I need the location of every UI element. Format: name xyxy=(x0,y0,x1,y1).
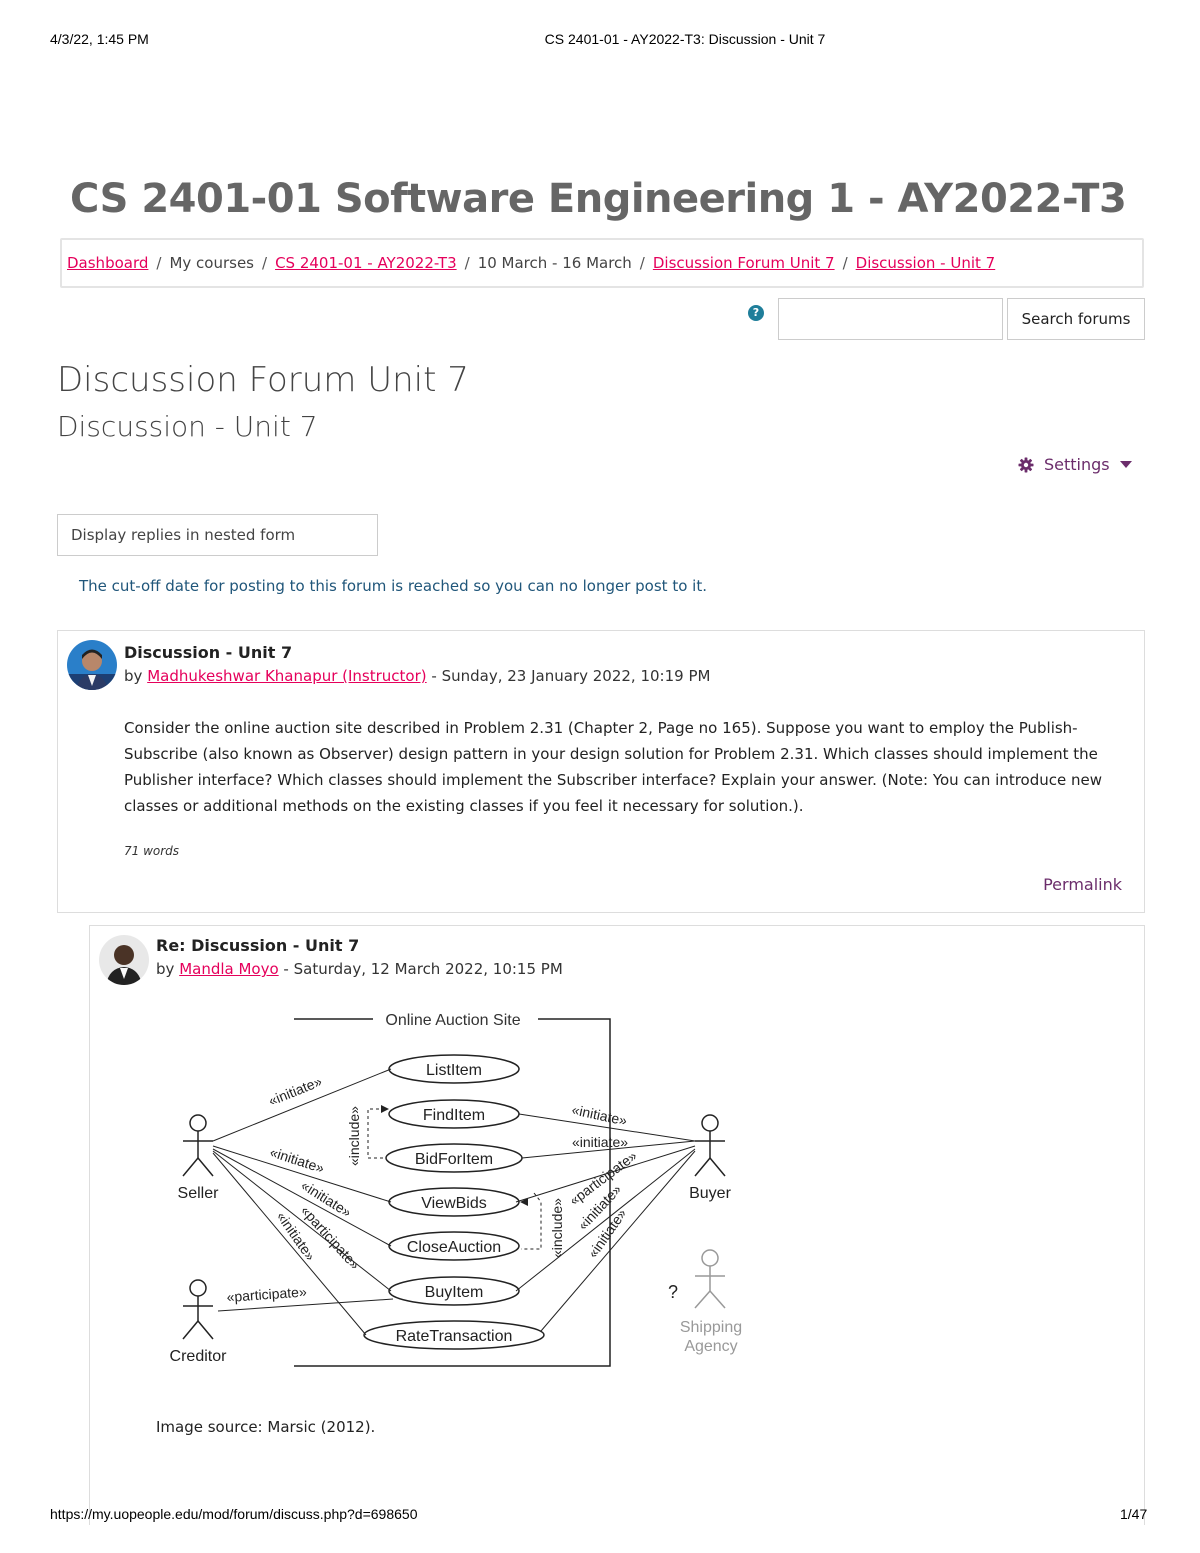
breadcrumb-forum[interactable]: Discussion Forum Unit 7 xyxy=(652,254,835,272)
word-count: 71 words xyxy=(124,844,180,858)
print-page-number: 1/47 xyxy=(1120,1506,1148,1522)
print-page-title: CS 2401-01 - AY2022-T3: Discussion - Uni… xyxy=(544,31,826,47)
usecase-ellipse xyxy=(388,1187,520,1217)
permalink-link[interactable]: Permalink xyxy=(1043,875,1122,894)
seller-actor-icon xyxy=(182,1114,214,1177)
breadcrumb-course[interactable]: CS 2401-01 - AY2022-T3 xyxy=(275,254,457,272)
reply-date: - Saturday, 12 March 2022, 10:15 PM xyxy=(278,960,563,978)
stereotype-initiate: «initiate» xyxy=(570,1101,628,1128)
creditor-actor-icon xyxy=(182,1279,214,1340)
post-date: - Sunday, 23 January 2022, 10:19 PM xyxy=(426,667,711,685)
use-case-diagram: Online Auction Site ListItem FindItem Bi… xyxy=(170,1012,742,1367)
reply-author-link[interactable]: Mandla Moyo xyxy=(179,960,279,978)
actor-creditor-label: Creditor xyxy=(170,1348,228,1365)
author-avatar[interactable] xyxy=(67,640,117,690)
author-link[interactable]: Madhukeshwar Khanapur (Instructor) xyxy=(147,667,427,685)
usecase-ratetransaction: RateTransaction xyxy=(396,1328,513,1345)
buyer-actor-icon xyxy=(694,1114,726,1177)
usecase-viewbids: ViewBids xyxy=(421,1195,487,1212)
unknown-mark: ? xyxy=(668,1282,678,1302)
post-body: Consider the online auction site describ… xyxy=(124,719,1103,815)
usecase-ellipse xyxy=(388,1276,520,1306)
usecase-listitem: ListItem xyxy=(426,1062,482,1079)
stereotype-initiate: «initiate» xyxy=(268,1144,326,1177)
breadcrumb-separator: / xyxy=(262,254,268,272)
display-mode-select[interactable]: Display replies in nested form xyxy=(57,514,378,556)
stereotype-include: «include» xyxy=(346,1106,362,1166)
actor-buyer-label: Buyer xyxy=(689,1185,731,1202)
discussion-post: Discussion - Unit 7 by Madhukeshwar Khan… xyxy=(57,630,1145,913)
actor-shipping-label-2: Agency xyxy=(684,1338,737,1355)
post-byline: by Madhukeshwar Khanapur (Instructor) - … xyxy=(124,667,710,685)
breadcrumb-discussion[interactable]: Discussion - Unit 7 xyxy=(855,254,996,272)
discussion-heading: Discussion - Unit 7 xyxy=(57,410,318,443)
stereotype-participate: «participate» xyxy=(226,1283,307,1305)
reply-byline: by Mandla Moyo - Saturday, 12 March 2022… xyxy=(156,960,563,978)
search-forums-button[interactable]: Search forums xyxy=(1007,298,1145,340)
usecase-ellipse xyxy=(388,1231,520,1261)
stereotype-include: «include» xyxy=(549,1198,565,1258)
usecase-ellipse xyxy=(388,1054,520,1084)
post-subject: Discussion - Unit 7 xyxy=(124,643,293,662)
usecase-finditem: FindItem xyxy=(423,1107,485,1124)
breadcrumb-my-courses: My courses xyxy=(169,254,254,272)
gear-icon xyxy=(1018,457,1034,472)
reply-post: Re: Discussion - Unit 7 by Mandla Moyo -… xyxy=(89,925,1145,1525)
breadcrumb-separator: / xyxy=(639,254,645,272)
caret-down-icon xyxy=(1119,460,1132,468)
print-url: https://my.uopeople.edu/mod/forum/discus… xyxy=(50,1506,418,1522)
usecase-buyitem: BuyItem xyxy=(425,1284,484,1301)
breadcrumb-week: 10 March - 16 March xyxy=(477,254,632,272)
usecase-closeauction: CloseAuction xyxy=(407,1239,501,1256)
forum-heading: Discussion Forum Unit 7 xyxy=(57,360,469,400)
breadcrumb-separator: / xyxy=(842,254,848,272)
shipping-agency-actor-icon xyxy=(694,1249,726,1309)
usecase-ellipse xyxy=(363,1320,545,1350)
breadcrumb: Dashboard / My courses / CS 2401-01 - AY… xyxy=(60,238,1144,288)
reply-subject: Re: Discussion - Unit 7 xyxy=(156,936,360,955)
settings-label: Settings xyxy=(1044,455,1110,474)
breadcrumb-separator: / xyxy=(156,254,162,272)
settings-menu[interactable]: Settings xyxy=(1018,455,1132,474)
actor-seller-label: Seller xyxy=(178,1185,220,1202)
breadcrumb-separator: / xyxy=(464,254,470,272)
reply-author-avatar[interactable] xyxy=(99,935,149,985)
search-input[interactable] xyxy=(778,298,1003,340)
usecase-bidforitem: BidForItem xyxy=(415,1151,493,1168)
print-datetime: 4/3/22, 1:45 PM xyxy=(50,31,149,47)
cutoff-notice: The cut-off date for posting to this for… xyxy=(79,577,707,595)
course-title: CS 2401-01 Software Engineering 1 - AY20… xyxy=(70,176,1127,222)
stereotype-initiate: «initiate» xyxy=(572,1134,628,1150)
system-title: Online Auction Site xyxy=(385,1012,520,1029)
actor-shipping-label-1: Shipping xyxy=(680,1319,742,1336)
by-label: by xyxy=(124,667,143,685)
by-label: by xyxy=(156,960,175,978)
image-source-note: Image source: Marsic (2012). xyxy=(156,1418,376,1436)
help-icon[interactable]: ? xyxy=(748,305,764,321)
stereotype-initiate: «initiate» xyxy=(266,1073,324,1109)
breadcrumb-dashboard[interactable]: Dashboard xyxy=(67,254,149,272)
